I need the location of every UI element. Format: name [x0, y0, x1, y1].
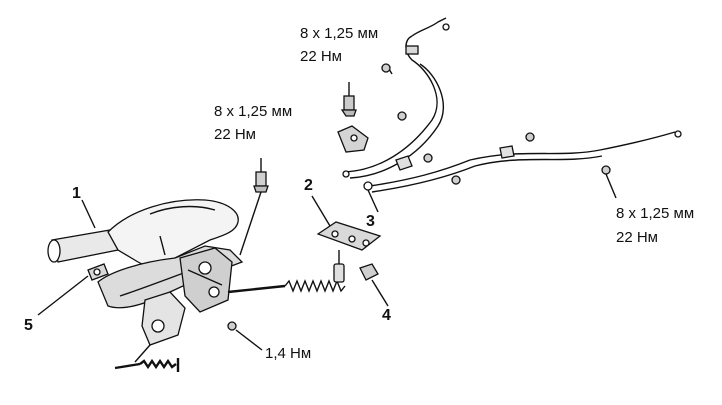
nut-part-4: [359, 263, 389, 307]
callout-4: 4: [382, 307, 391, 324]
torque-spec-top-line1: 8 x 1,25 мм: [300, 25, 378, 42]
brake-cables: [342, 17, 682, 213]
callout-5: 5: [24, 317, 33, 334]
torque-spec-bottom: 1,4 Нм: [265, 345, 311, 362]
callout-1: 1: [72, 185, 81, 202]
torque-spec-mid-line1: 8 x 1,25 мм: [214, 103, 292, 120]
torque-spec-right-line2: 22 Нм: [616, 229, 658, 246]
torque-spec-top-line2: 22 Нм: [300, 48, 342, 65]
parking-brake-lever: [47, 199, 244, 363]
equalizer-part-2: [311, 195, 382, 251]
small-screw: [227, 321, 263, 351]
callout-3: 3: [366, 213, 375, 230]
bolt-mid: [239, 158, 269, 256]
upper-bracket: [337, 82, 369, 153]
leader-lines: [37, 199, 96, 316]
torque-spec-right-line1: 8 x 1,25 мм: [616, 205, 694, 222]
callout-2: 2: [304, 177, 313, 194]
clip-part-5: [87, 263, 109, 281]
torque-spec-mid-line2: 22 Нм: [214, 126, 256, 143]
adjuster-sleeve: [333, 250, 345, 283]
brake-rod: [227, 279, 346, 294]
bottom-spring: [114, 358, 180, 372]
